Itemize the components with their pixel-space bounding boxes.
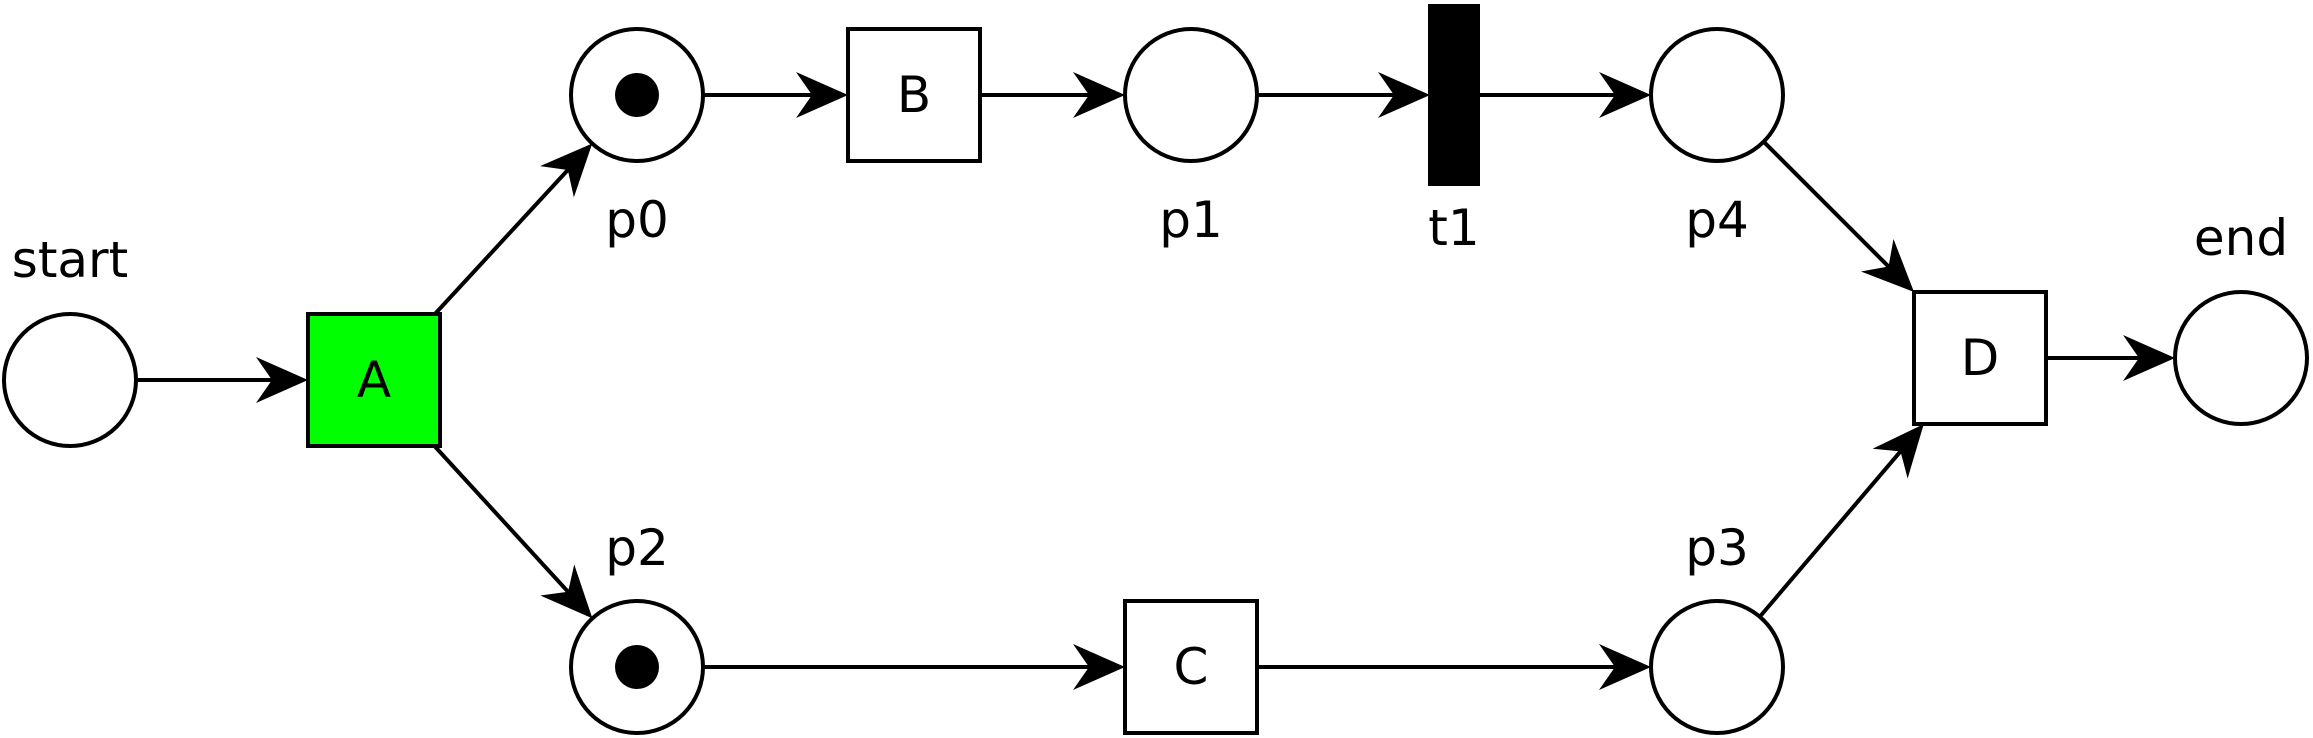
arc-p0-to-B	[703, 72, 848, 118]
arrowhead-icon	[2123, 335, 2175, 381]
arrowhead-icon	[540, 143, 593, 198]
arc-A-to-p0	[433, 143, 593, 316]
silent-transition-bar	[1428, 4, 1480, 186]
arrowhead-icon	[256, 357, 308, 403]
arc-B-to-p1	[980, 72, 1125, 118]
nodes-layer: A B C D	[2, 4, 2309, 735]
transition-C[interactable]: C	[1123, 599, 1259, 735]
transition-B[interactable]: B	[846, 27, 982, 163]
arc-t1-to-p4	[1478, 72, 1651, 118]
arrowhead-icon	[796, 72, 848, 118]
arc-D-to-end	[2046, 335, 2175, 381]
transition-label: B	[897, 66, 931, 124]
arc-p3-to-D	[1758, 424, 1924, 619]
arc-A-to-p2	[433, 444, 593, 619]
arrowhead-icon	[1599, 72, 1651, 118]
place-p4[interactable]	[1649, 27, 1785, 163]
token-icon	[615, 645, 659, 689]
arc-C-to-p3	[1257, 644, 1651, 690]
place-p2[interactable]	[569, 599, 705, 735]
token-icon	[615, 73, 659, 117]
arrowhead-icon	[1073, 644, 1125, 690]
arc-p2-to-C	[703, 644, 1125, 690]
arcs-layer	[136, 72, 2175, 690]
arrowhead-icon	[1872, 424, 1924, 479]
place-p0[interactable]	[569, 27, 705, 163]
arrowhead-icon	[1378, 72, 1430, 118]
place-label: p4	[1685, 191, 1749, 249]
arc-line	[1762, 140, 1890, 268]
place-label: end	[2194, 209, 2288, 267]
transition-label: C	[1174, 638, 1209, 696]
arc-line	[433, 168, 570, 316]
place-label: start	[12, 231, 128, 289]
arrowhead-icon	[1073, 72, 1125, 118]
transition-label: A	[357, 351, 391, 409]
arc-start-to-A	[136, 357, 308, 403]
transition-label: D	[1961, 329, 2000, 387]
place-label: p1	[1159, 191, 1223, 249]
labels-layer: start p0 p1 p2 p3 p4 end t1	[12, 191, 2288, 577]
place-circle	[1123, 27, 1259, 163]
place-label: p2	[605, 519, 669, 577]
arrowhead-icon	[1860, 238, 1914, 292]
transition-box	[1123, 599, 1259, 735]
place-label: p0	[605, 191, 669, 249]
transition-D[interactable]: D	[1912, 290, 2048, 426]
arc-p1-to-t1	[1257, 72, 1430, 118]
place-circle	[2, 312, 138, 448]
arrowhead-icon	[540, 564, 593, 619]
transition-t1[interactable]	[1428, 4, 1480, 186]
place-label: p3	[1685, 519, 1749, 577]
transition-box	[1912, 290, 2048, 426]
arc-line	[433, 444, 570, 594]
transition-A[interactable]: A	[306, 312, 442, 448]
transition-box	[306, 312, 442, 448]
place-end[interactable]	[2173, 290, 2309, 426]
place-circle	[1649, 599, 1785, 735]
place-p3[interactable]	[1649, 599, 1785, 735]
arc-line	[1758, 450, 1903, 619]
transition-box	[846, 27, 982, 163]
arc-p4-to-D	[1762, 140, 1914, 292]
place-p1[interactable]	[1123, 27, 1259, 163]
place-circle	[1649, 27, 1785, 163]
place-start[interactable]	[2, 312, 138, 448]
transition-label: t1	[1428, 199, 1479, 257]
place-circle	[2173, 290, 2309, 426]
arrowhead-icon	[1599, 644, 1651, 690]
